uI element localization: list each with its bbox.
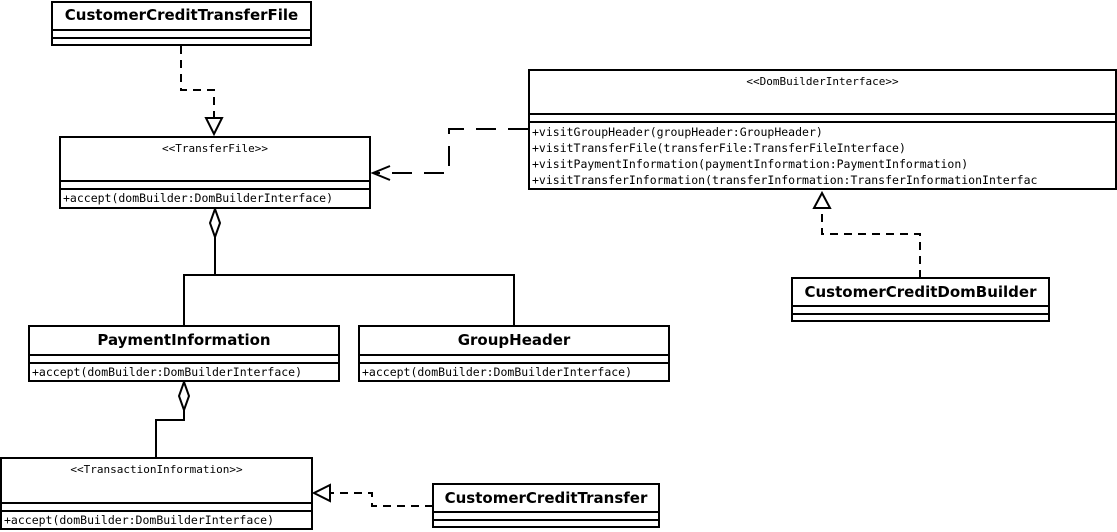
class-operation: +visitTransferFile(transferFile:Transfer… xyxy=(532,141,906,155)
class-name: CustomerCreditTransfer xyxy=(444,489,648,507)
class-separator xyxy=(2,502,311,504)
class-operation: +accept(domBuilder:DomBuilderInterface) xyxy=(32,365,303,379)
class-group-header[interactable]: GroupHeader +accept(domBuilder:DomBuilde… xyxy=(358,325,670,382)
class-separator xyxy=(434,511,658,513)
class-separator xyxy=(530,121,1115,123)
class-operation: +visitPaymentInformation(paymentInformat… xyxy=(532,157,969,171)
class-name: CustomerCreditDomBuilder xyxy=(804,283,1037,301)
class-separator xyxy=(793,305,1048,307)
class-operation: +visitGroupHeader(groupHeader:GroupHeade… xyxy=(532,125,823,139)
class-separator xyxy=(61,180,369,182)
realization-transfer-to-transaction xyxy=(311,483,433,507)
class-name: GroupHeader xyxy=(457,331,571,349)
class-separator xyxy=(30,362,338,364)
class-customer-credit-transfer-file[interactable]: CustomerCreditTransferFile xyxy=(51,1,312,46)
class-payment-information[interactable]: PaymentInformation +accept(domBuilder:Do… xyxy=(28,325,340,382)
class-transaction-information[interactable]: <<TransactionInformation>> +accept(domBu… xyxy=(0,457,313,530)
class-customer-credit-dom-builder[interactable]: CustomerCreditDomBuilder xyxy=(791,277,1050,322)
realization-dombuilder-impl xyxy=(812,190,921,278)
class-transfer-file[interactable]: <<TransferFile>> +accept(domBuilder:DomB… xyxy=(59,136,371,209)
class-separator xyxy=(793,313,1048,315)
class-separator xyxy=(53,29,310,31)
aggregation-payment-transaction xyxy=(155,379,191,458)
class-operation: +accept(domBuilder:DomBuilderInterface) xyxy=(63,191,334,205)
class-stereotype: <<TransferFile>> xyxy=(162,142,268,155)
aggregation-transferfile-children xyxy=(183,206,515,326)
class-separator xyxy=(30,354,338,356)
realization-file-to-transferfile xyxy=(180,46,224,137)
class-customer-credit-transfer[interactable]: CustomerCreditTransfer xyxy=(432,483,660,528)
dependency-transferfile-to-dombuilder xyxy=(370,128,528,181)
class-separator xyxy=(360,354,668,356)
class-separator xyxy=(2,510,311,512)
class-operation: +accept(domBuilder:DomBuilderInterface) xyxy=(362,365,633,379)
class-separator xyxy=(61,188,369,190)
class-separator xyxy=(530,113,1115,115)
class-dom-builder-interface[interactable]: <<DomBuilderInterface>> +visitGroupHeade… xyxy=(528,69,1117,190)
class-separator xyxy=(53,37,310,39)
class-separator xyxy=(360,362,668,364)
class-operation: +accept(domBuilder:DomBuilderInterface) xyxy=(4,513,275,527)
class-name: CustomerCreditTransferFile xyxy=(64,6,299,24)
class-operation: +visitTransferInformation(transferInform… xyxy=(532,173,1038,187)
class-name: PaymentInformation xyxy=(97,331,271,349)
class-stereotype: <<TransactionInformation>> xyxy=(70,463,243,476)
class-stereotype: <<DomBuilderInterface>> xyxy=(746,75,899,88)
class-separator xyxy=(434,519,658,521)
